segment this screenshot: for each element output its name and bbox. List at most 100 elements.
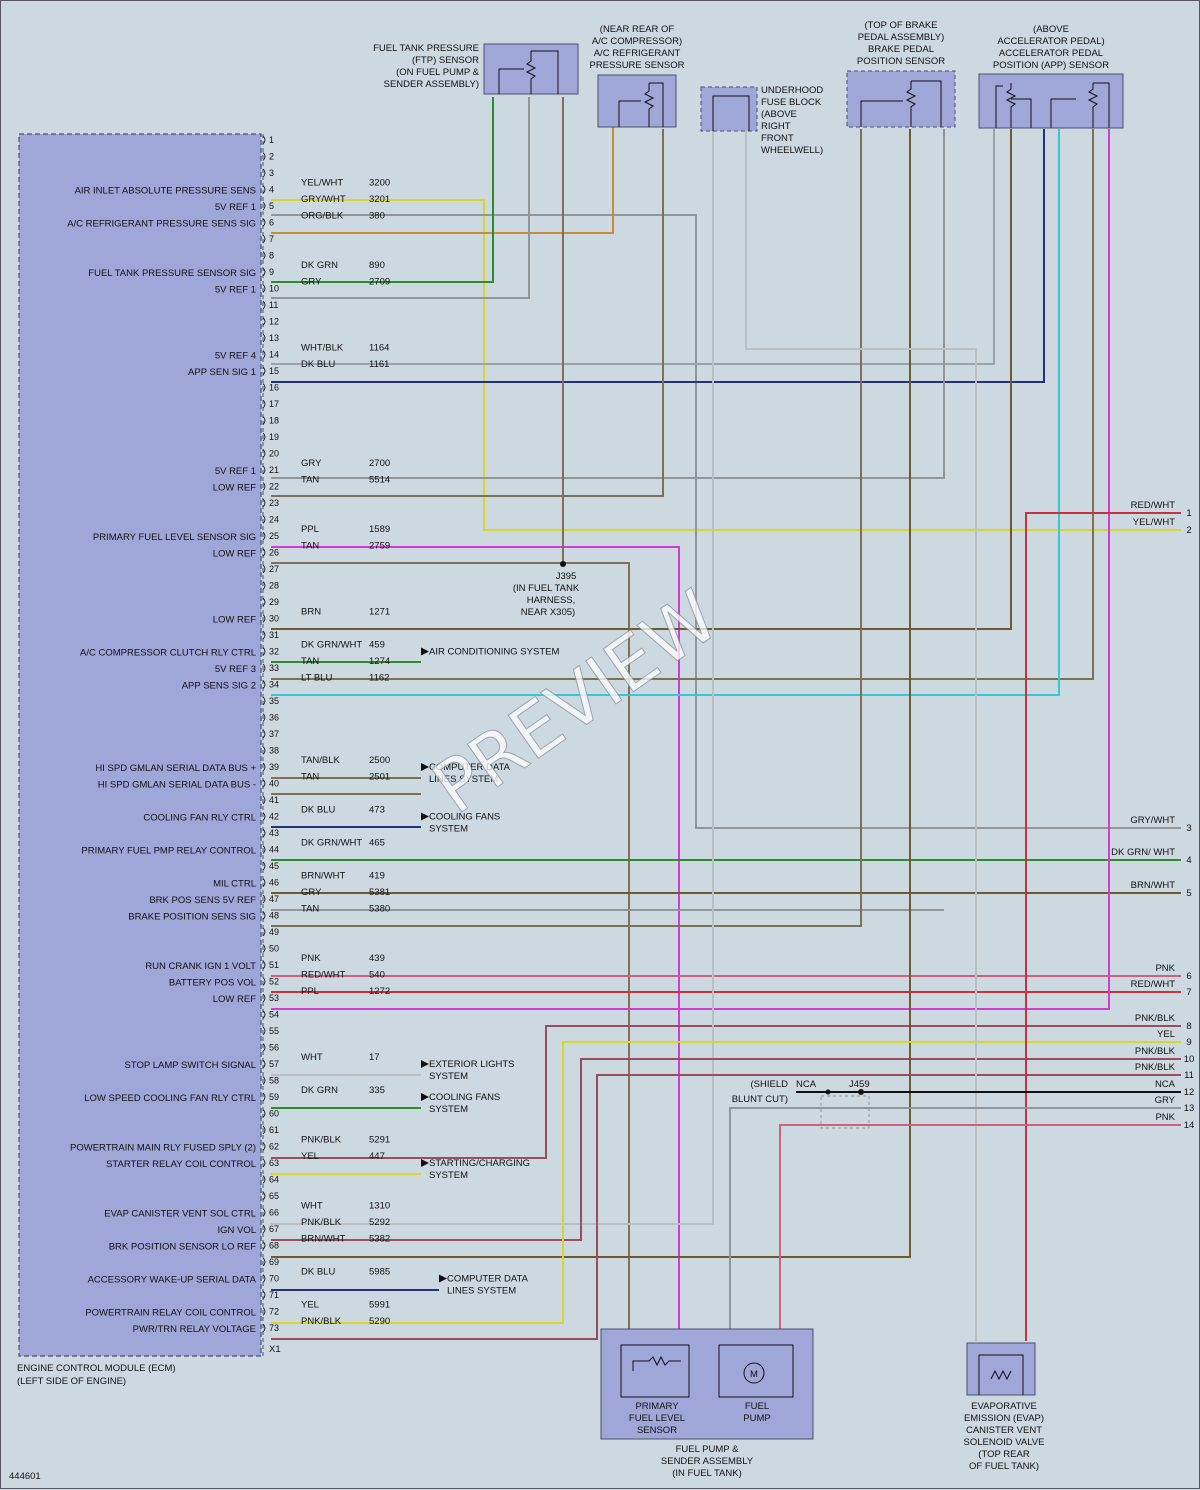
ecm-function-44: PRIMARY FUEL PMP RELAY CONTROL bbox=[81, 846, 256, 857]
ecm-function-10: 5V REF 1 bbox=[215, 285, 256, 296]
wire-pin-10 bbox=[271, 97, 530, 299]
ac-pressure-sensor: (NEAR REAR OF A/C COMPRESSOR) A/C REFRIG… bbox=[589, 24, 685, 128]
shield-label-2: BLUNT CUT) bbox=[732, 1094, 788, 1105]
ecm-function-39: HI SPD GMLAN SERIAL DATA BUS + bbox=[95, 763, 256, 774]
ecm-function-46: MIL CTRL bbox=[213, 879, 256, 890]
ecm-pin-28: 28 bbox=[269, 581, 279, 591]
pin-terminal-4 bbox=[262, 185, 266, 194]
level-sensor-label-2: FUEL LEVEL bbox=[629, 1413, 685, 1424]
pin-terminal-68 bbox=[262, 1241, 266, 1250]
pin-terminal-71 bbox=[262, 1290, 266, 1300]
terminal-num-13: 13 bbox=[1184, 1103, 1195, 1114]
wire-pin-34 bbox=[271, 129, 1060, 696]
figure-number: 444601 bbox=[9, 1471, 41, 1482]
system-label-39-0: COMPUTER DATA bbox=[429, 762, 511, 773]
ftp-label-1: FUEL TANK PRESSURE bbox=[373, 43, 479, 54]
ac-label-1: (NEAR REAR OF bbox=[600, 24, 675, 35]
ftp-label-4: SENDER ASSEMBLY) bbox=[384, 79, 479, 90]
ecm-function-30: LOW REF bbox=[213, 615, 256, 626]
system-label-57-1: SYSTEM bbox=[429, 1071, 468, 1082]
ecm-connector-label: X1 bbox=[269, 1344, 281, 1355]
terminal-num-6: 6 bbox=[1186, 971, 1191, 982]
terminal-num-7: 7 bbox=[1186, 987, 1191, 998]
ecm-function-42: COOLING FAN RLY CTRL bbox=[143, 813, 256, 824]
ecm-title-line-1: ENGINE CONTROL MODULE (ECM) bbox=[17, 1363, 176, 1374]
wire-circuit-5: 3201 bbox=[369, 194, 390, 205]
wire-circuit-42: 473 bbox=[369, 805, 385, 816]
pin-terminal-48 bbox=[262, 911, 266, 920]
wire-circuit-33: 1274 bbox=[369, 656, 390, 667]
ac-label-3: A/C REFRIGERANT bbox=[594, 48, 681, 59]
j395-label-4: NEAR X305) bbox=[521, 607, 575, 618]
wire-color-62: PNK/BLK bbox=[301, 1135, 342, 1146]
wire-color-10: GRY bbox=[301, 277, 322, 288]
wire-color-44: DK GRN/WHT bbox=[301, 838, 362, 849]
brake-label-3: BRAKE PEDAL bbox=[868, 44, 934, 55]
wire-color-57: WHT bbox=[301, 1052, 323, 1063]
wire-color-68: BRN/WHT bbox=[301, 1234, 346, 1245]
ecm-pin-62: 62 bbox=[269, 1142, 279, 1152]
pin-terminal-9 bbox=[262, 267, 266, 277]
system-arrow-39 bbox=[421, 763, 429, 771]
pin-terminal-38 bbox=[262, 746, 266, 755]
pin-terminal-36 bbox=[262, 713, 266, 722]
ecm-function-70: ACCESSORY WAKE-UP SERIAL DATA bbox=[88, 1275, 257, 1286]
pump-assembly-label-3: (IN FUEL TANK) bbox=[672, 1468, 742, 1479]
terminal-num-10: 10 bbox=[1184, 1054, 1195, 1065]
wire-color-72: YEL bbox=[301, 1300, 319, 1311]
terminal-num-8: 8 bbox=[1186, 1021, 1191, 1032]
wire-pin-67 bbox=[271, 1058, 1181, 1241]
wire-circuit-10: 2709 bbox=[369, 277, 390, 288]
ecm-pin-19: 19 bbox=[269, 432, 279, 442]
wire-color-33: TAN bbox=[301, 656, 319, 667]
ecm-pin-4: 4 bbox=[269, 185, 274, 195]
system-arrow-63 bbox=[421, 1159, 429, 1167]
underhood-fuse-block: UNDERHOOD FUSE BLOCK (ABOVE RIGHT FRONT … bbox=[700, 85, 823, 156]
pin-terminal-70 bbox=[262, 1274, 266, 1283]
ecm-pin-15: 15 bbox=[269, 366, 279, 376]
system-arrow-42 bbox=[421, 812, 429, 821]
ecm-pin-52: 52 bbox=[269, 977, 279, 987]
wire-color-70: DK BLU bbox=[301, 1267, 335, 1278]
pin-terminal-12 bbox=[262, 317, 266, 326]
evap-label-2: EMISSION (EVAP) bbox=[964, 1413, 1044, 1424]
pin-terminal-42 bbox=[262, 812, 266, 821]
ecm-function-47: BRK POS SENS 5V REF bbox=[149, 895, 256, 906]
pin-terminal-59 bbox=[262, 1092, 266, 1102]
pin-terminal-39 bbox=[262, 762, 266, 772]
ecm-function-32: A/C COMPRESSOR CLUTCH RLY CTRL bbox=[80, 648, 256, 659]
ecm-function-66: EVAP CANISTER VENT SOL CTRL bbox=[104, 1209, 256, 1220]
ecm-wires bbox=[271, 97, 1181, 1341]
wire-circuit-14: 1164 bbox=[369, 343, 389, 354]
wire-circuit-6: 380 bbox=[369, 211, 385, 222]
wire-pin-53 bbox=[271, 129, 1110, 1010]
pin-terminal-8 bbox=[262, 251, 266, 260]
pin-terminal-26 bbox=[262, 548, 266, 557]
wire-circuit-47: 5381 bbox=[369, 887, 390, 898]
wire-color-47: GRY bbox=[301, 887, 322, 898]
ecm-pin-51: 51 bbox=[269, 960, 279, 970]
ac-label-2: A/C COMPRESSOR) bbox=[592, 36, 682, 47]
wire-color-53: PPL bbox=[301, 986, 319, 997]
ecm-pin-38: 38 bbox=[269, 746, 279, 756]
ecm-function-34: APP SENS SIG 2 bbox=[182, 681, 256, 692]
wire-circuit-53: 1272 bbox=[369, 986, 390, 997]
app-label-1: (ABOVE bbox=[1033, 24, 1069, 35]
wire-circuit-70: 5985 bbox=[369, 1267, 390, 1278]
splice-j395: J395 (IN FUEL TANK HARNESS, NEAR X305) bbox=[513, 561, 580, 618]
pin-terminal-62 bbox=[262, 1142, 266, 1151]
pin-terminal-11 bbox=[262, 300, 266, 310]
system-arrow-57 bbox=[421, 1060, 429, 1068]
ecm-pin-2: 2 bbox=[269, 152, 274, 162]
pin-terminal-64 bbox=[262, 1175, 266, 1184]
pin-terminal-27 bbox=[262, 564, 266, 574]
wire-color-48: TAN bbox=[301, 904, 319, 915]
app-label-4: POSITION (APP) SENSOR bbox=[993, 60, 1109, 71]
ecm-pin-55: 55 bbox=[269, 1026, 279, 1036]
ecm-module-box bbox=[18, 133, 262, 1357]
ecm-pin-6: 6 bbox=[269, 218, 274, 228]
pin-terminal-5 bbox=[262, 201, 266, 211]
wire-route-2 bbox=[779, 1124, 1181, 1329]
system-label-42-0: COOLING FANS bbox=[429, 812, 500, 823]
ecm-function-52: BATTERY POS VOL bbox=[169, 978, 256, 989]
